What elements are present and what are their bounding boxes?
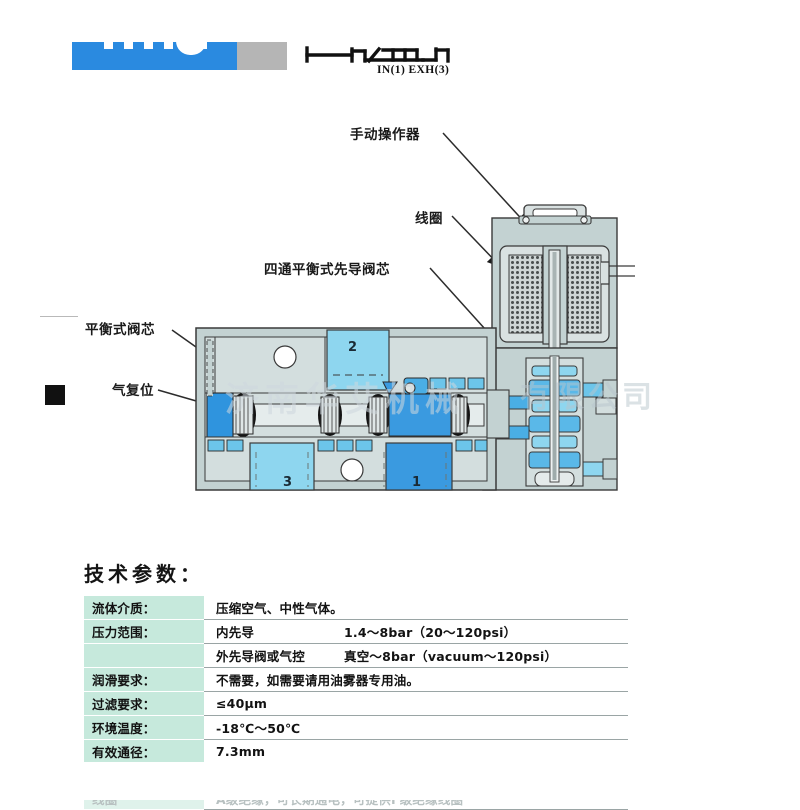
spec-value-b: 真空～8bar（vacuum～120psi） — [344, 649, 558, 664]
spec-section-title: 技术参数： — [84, 562, 204, 586]
logo-blue-block — [72, 42, 237, 70]
valve-cross-section-diagram: 2 — [157, 132, 635, 491]
spec-value: ≤40μm — [204, 691, 628, 716]
port-label: IN(1) EXH(3) — [377, 64, 450, 76]
table-row: 流体介质： 压缩空气、中性气体。 — [84, 596, 628, 620]
spec-value-a: 7.3mm — [216, 744, 266, 759]
spec-key — [84, 643, 204, 668]
callout-manual-operator: 手动操作器 — [350, 127, 420, 143]
port-1-number: 1 — [412, 475, 421, 490]
spec-value-a: -18℃～50℃ — [216, 721, 301, 736]
watermark-text-2: 有限公司 — [520, 380, 656, 415]
main-valve-body: 2 — [195, 327, 617, 491]
balanced-spool-seals — [230, 393, 470, 437]
coil-winding-left — [508, 254, 543, 334]
table-row: 环境温度： -18℃～50℃ — [84, 715, 628, 740]
port-3-chamber — [249, 442, 315, 491]
port-1-chamber — [385, 442, 453, 491]
scan-artifact-square — [45, 385, 65, 405]
logo-notch-3 — [144, 42, 153, 49]
spec-key: 有效通径： — [84, 739, 204, 764]
table-row: 外先导阀或气控 真空～8bar（vacuum～120psi） — [84, 643, 628, 668]
table-row: 过滤要求： ≤40μm — [84, 691, 628, 716]
spec-value: 不需要，如需要请用油雾器专用油。 — [204, 667, 628, 692]
logo-notch-1 — [104, 42, 113, 49]
port-2-number: 2 — [348, 340, 357, 355]
coil-winding-right — [567, 254, 602, 334]
table-row: 有效通径： 7.3mm — [84, 739, 628, 764]
spec-value-a: ≤40μm — [216, 696, 268, 711]
brand-logo-bar — [72, 41, 287, 70]
spec-value: 外先导阀或气控 真空～8bar（vacuum～120psi） — [204, 643, 628, 668]
spec-key: 压力范围： — [84, 619, 204, 644]
logo-dip — [176, 41, 206, 55]
spec-value: -18℃～50℃ — [204, 715, 628, 740]
valve-symbol-graphic — [305, 46, 450, 64]
bore-circle-top — [273, 345, 297, 369]
solenoid-coil-assembly — [491, 204, 635, 382]
spec-value-a: 外先导阀或气控 — [216, 649, 305, 664]
spec-value: 内先导 1.4～8bar（20～120psi） — [204, 619, 628, 644]
logo-notch-2 — [124, 42, 133, 49]
spec-key: 过滤要求： — [84, 691, 204, 716]
spec-value: 压缩空气、中性气体。 — [204, 596, 628, 620]
logo-notch-4 — [164, 42, 173, 49]
port-3-number: 3 — [283, 475, 292, 490]
port-2-chamber — [326, 329, 390, 391]
spec-value-a: 压缩空气、中性气体。 — [216, 601, 344, 616]
spec-value-a: 不需要，如需要请用油雾器专用油。 — [216, 673, 420, 688]
callout-coil: 线圈 — [415, 211, 443, 227]
spec-key: 流体介质： — [84, 596, 204, 620]
callout-balanced-spool: 平衡式阀芯 — [85, 322, 155, 338]
spec-value-a: 内先导 — [216, 625, 255, 640]
table-row: 压力范围： 内先导 1.4～8bar（20～120psi） — [84, 619, 628, 644]
check-valve-detail — [403, 377, 429, 395]
coil-lead-wires — [601, 261, 635, 285]
spec-value-b: 1.4～8bar（20～120psi） — [344, 625, 517, 640]
bottom-gallery-chain — [207, 439, 488, 452]
callout-air-reset: 气复位 — [112, 383, 154, 399]
logo-gray-block — [237, 42, 287, 70]
spec-key: 润滑要求： — [84, 667, 204, 692]
bore-circle-bottom — [340, 458, 364, 482]
valve-symbol: IN(1) EXH(3) — [305, 42, 465, 82]
spec-key: 环境温度： — [84, 715, 204, 740]
hidden-edges — [255, 452, 447, 487]
air-reset-end — [206, 339, 234, 438]
page-bottom-fade — [0, 762, 800, 800]
table-row: 润滑要求： 不需要，如需要请用油雾器专用油。 — [84, 667, 628, 692]
scan-artifact-line — [40, 316, 78, 317]
callout-pilot-spool: 四通平衡式先导阀芯 — [264, 262, 390, 278]
watermark-text: 济南华艾机械 — [225, 380, 465, 420]
spec-value: 7.3mm — [204, 739, 628, 764]
top-gallery-chain — [429, 377, 485, 390]
manual-operator-cap — [518, 204, 592, 225]
